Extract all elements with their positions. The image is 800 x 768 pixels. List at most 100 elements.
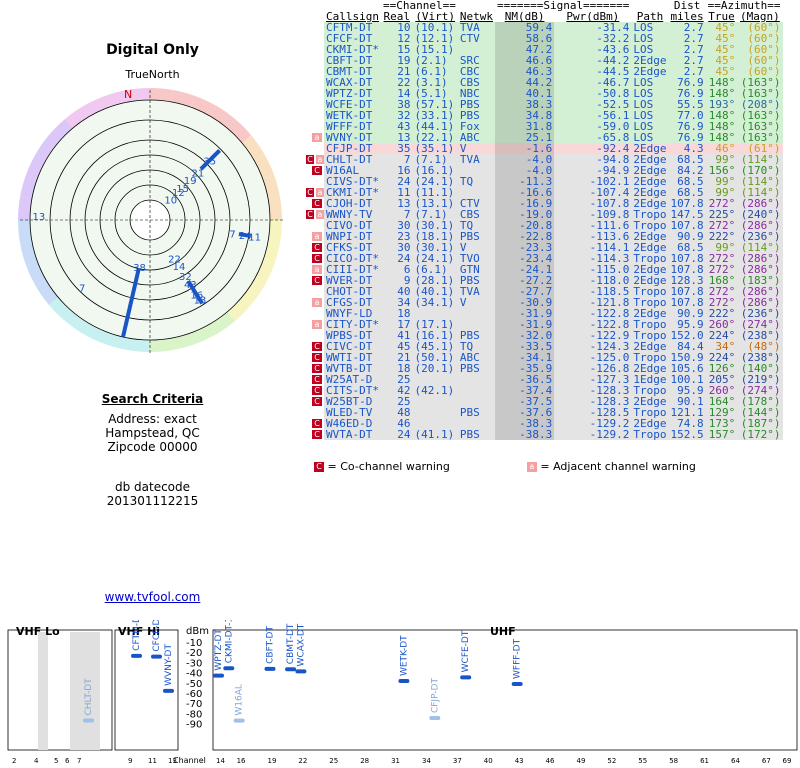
adjacent-channel-warning-icon: a [316,155,324,164]
spectrum-xtick: 40 [484,757,493,765]
spectrum-xtick: 11 [148,757,157,765]
spectrum-xtick: 67 [762,757,771,765]
table-row[interactable]: WNPI-DT23(18.1)PBS-22.8-113.62Edge90.922… [324,231,783,242]
adjacent-channel-warning-icon: a [312,320,322,329]
table-row[interactable]: CBFT-DT19(2.1)SRC46.6-44.22Edge2.745°(60… [324,55,783,66]
spectrum-xtick: 13 [168,757,177,765]
warning-legend: C = Co-channel warning a = Adjacent chan… [314,460,794,473]
spectrum-xtick: 43 [515,757,524,765]
spectrum-bar-label: WCAX-DT [296,623,306,666]
adjacent-channel-icon: a [527,462,537,472]
spectrum-xtick: 37 [453,757,462,765]
co-channel-warning-icon: C [306,210,314,219]
spectrum-bar-label: WPTZ-DT [214,629,224,671]
spectrum-gap [38,632,48,750]
co-channel-warning-icon: C [306,155,314,164]
spectrum-xtick: 22 [298,757,307,765]
table-cell: PBS [458,429,495,440]
radar-label: 7 [79,283,85,294]
table-cell: V [458,297,495,308]
co-channel-legend: = Co-channel warning [328,460,450,473]
spectrum-bar [223,666,234,670]
co-channel-warning-icon: C [312,386,322,395]
co-channel-warning-icon: C [312,419,322,428]
spectrum-bar-label: WETK-DT [399,635,409,676]
spectrum-xtick: 4 [34,757,39,765]
table-row[interactable]: CKMI-DT*15(15.1)47.2-43.6LOS2.745°(60°) [324,44,783,55]
spectrum-bar [151,655,162,659]
spectrum-xtick: 6 [65,757,70,765]
co-channel-warning-icon: C [312,199,322,208]
radar-label: 11 [248,233,261,244]
criteria-address: Address: exact [0,412,305,426]
radar-plot: N 3521191512101372411221432431613387 [0,80,305,380]
spectrum-xtick: 61 [700,757,709,765]
spectrum-xtick: 55 [638,757,647,765]
criteria-zip: Zipcode 00000 [0,440,305,454]
table-cell: (42.1) [413,385,458,396]
table-cell: 157° [706,429,738,440]
spectrum-bar [398,679,409,683]
spectrum-xtick: 14 [216,757,225,765]
radar-label: 7 [229,230,235,241]
table-cell: (34.1) [413,297,458,308]
table-row[interactable]: CFTM-DT10(10.1)TVA59.4-31.4LOS2.745°(60°… [324,22,783,33]
spectrum-bar-label: CFTM-DT [132,620,142,651]
table-row[interactable]: CFJP-DT35(35.1)V-1.6-92.42Edge4.346°(61°… [324,143,783,154]
spectrum-xtick: 19 [268,757,277,765]
spectrum-bar [234,719,245,723]
spectrum-chart: VHF LoVHF HiUHFdBm-10-20-30-40-50-60-70-… [0,620,800,768]
spectrum-bar-label: CKMI-DT-1 [224,620,234,663]
table-cell: PBS [458,407,495,418]
adjacent-channel-warning-icon: a [312,232,322,241]
co-channel-warning-icon: C [312,364,322,373]
spectrum-xtick: 69 [783,757,792,765]
spectrum-xtick: 5 [54,757,58,765]
table-cell [458,385,495,396]
table-row[interactable]: WVTA-DT24(41.1)PBS-38.3-129.2Tropo152.51… [324,429,783,440]
spectrum-xtick: 64 [731,757,740,765]
table-row[interactable]: W16AL16(16.1)-4.0-94.92Edge84.2156°(170°… [324,165,783,176]
spectrum-bar-label: W16AL [235,684,245,716]
spectrum-xtick: 31 [391,757,400,765]
table-cell: CTV [458,33,495,44]
adjacent-channel-legend: = Adjacent channel warning [540,460,696,473]
table-cell: TQ [458,176,495,187]
adjacent-channel-warning-icon: a [316,210,324,219]
co-channel-warning-icon: C [312,342,322,351]
table-row[interactable]: CIVS-DT*24(24.1)TQ-11.3-102.12Edge68.599… [324,176,783,187]
co-channel-warning-icon: C [312,430,322,439]
spectrum-bar [512,682,523,686]
table-cell [458,374,495,385]
spectrum-ytick: -90 [186,720,202,731]
radar-label: 35 [203,157,216,168]
adjacent-channel-warning-icon: a [316,188,324,197]
table-cell: (41.1) [413,429,458,440]
table-row[interactable]: WVNY-DT13(22.1)ABC25.1-65.8LOS76.9148°(1… [324,132,783,143]
spectrum-bar [131,654,142,658]
co-channel-warning-icon: C [312,254,322,263]
co-channel-icon: C [314,462,324,472]
spectrum-xtick: 9 [128,757,132,765]
spectrum-section-title: UHF [490,625,516,638]
db-datecode: 201301112215 [0,494,305,508]
table-cell [413,407,458,418]
callsign-cell[interactable]: WVTA-DT [324,429,381,440]
table-cell: 152.5 [669,429,706,440]
spectrum-bar-label: WVNY-DT [164,644,174,686]
tvfool-link[interactable]: www.tvfool.com [0,590,305,604]
table-row[interactable]: WPBS-DT41(16.1)PBS-32.0-122.9Tropo152.02… [324,330,783,341]
table-cell [458,308,495,319]
spectrum-bar [213,674,224,678]
spectrum-bar [295,669,306,673]
table-row[interactable]: CFCF-DT12(12.1)CTV58.6-32.2LOS2.745°(60°… [324,33,783,44]
spectrum-bar [163,689,174,693]
adjacent-channel-warning-icon: a [312,265,322,274]
co-channel-warning-icon: C [312,276,322,285]
radar-label: 13 [32,212,45,223]
table-cell: (172°) [737,429,782,440]
spectrum-xtick: 7 [77,757,81,765]
spectrum-bar [285,667,296,671]
table-cell: (20.1) [413,363,458,374]
table-cell: 24 [381,429,413,440]
